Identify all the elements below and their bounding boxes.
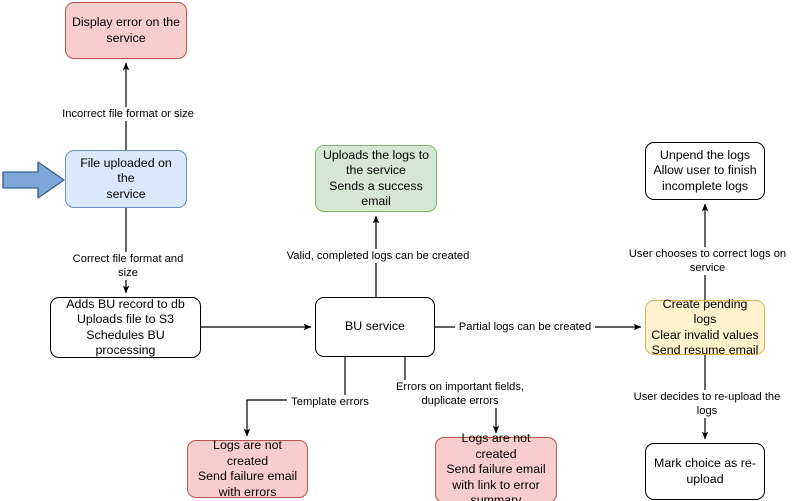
edge-label-valid-completed-logs: Valid, completed logs can be created bbox=[284, 249, 472, 263]
node-bu-service[interactable]: BU service bbox=[315, 297, 435, 357]
node-uploads-the-logs[interactable]: Uploads the logs to the service Sends a … bbox=[315, 145, 437, 212]
node-logs-not-created-with-errors[interactable]: Logs are not created Send failure email … bbox=[187, 438, 308, 499]
node-create-pending-logs[interactable]: Create pending logs Clear invalid values… bbox=[645, 297, 765, 357]
node-display-error[interactable]: Display error on the service bbox=[65, 2, 187, 59]
node-logs-not-created-with-error-summary[interactable]: Logs are not created Send failure email … bbox=[435, 431, 557, 501]
edge-label-correct-file-format: Correct file format and size bbox=[60, 252, 196, 280]
edge-label-partial-logs: Partial logs can be created bbox=[455, 320, 595, 334]
edge-label-errors-on-important-fields: Errors on important fields, duplicate er… bbox=[393, 380, 527, 408]
edge-label-user-chooses-to-correct-logs: User chooses to correct logs on service bbox=[610, 247, 801, 275]
node-file-uploaded-on-the-service[interactable]: File uploaded on the service bbox=[65, 150, 187, 208]
node-adds-bu-record[interactable]: Adds BU record to db Uploads file to S3 … bbox=[50, 297, 201, 358]
node-unpend-the-logs[interactable]: Unpend the logs Allow user to finish inc… bbox=[645, 142, 765, 200]
start-arrow-glyph bbox=[2, 161, 65, 199]
edge-label-incorrect-file-format: Incorrect file format or size bbox=[60, 107, 196, 121]
edge-label-template-errors: Template errors bbox=[287, 395, 373, 409]
node-mark-choice-as-reupload[interactable]: Mark choice as re- upload bbox=[645, 443, 765, 500]
edge-label-user-decides-to-reupload: User decides to re-upload the logs bbox=[620, 390, 794, 418]
start-arrow-icon bbox=[2, 160, 66, 205]
